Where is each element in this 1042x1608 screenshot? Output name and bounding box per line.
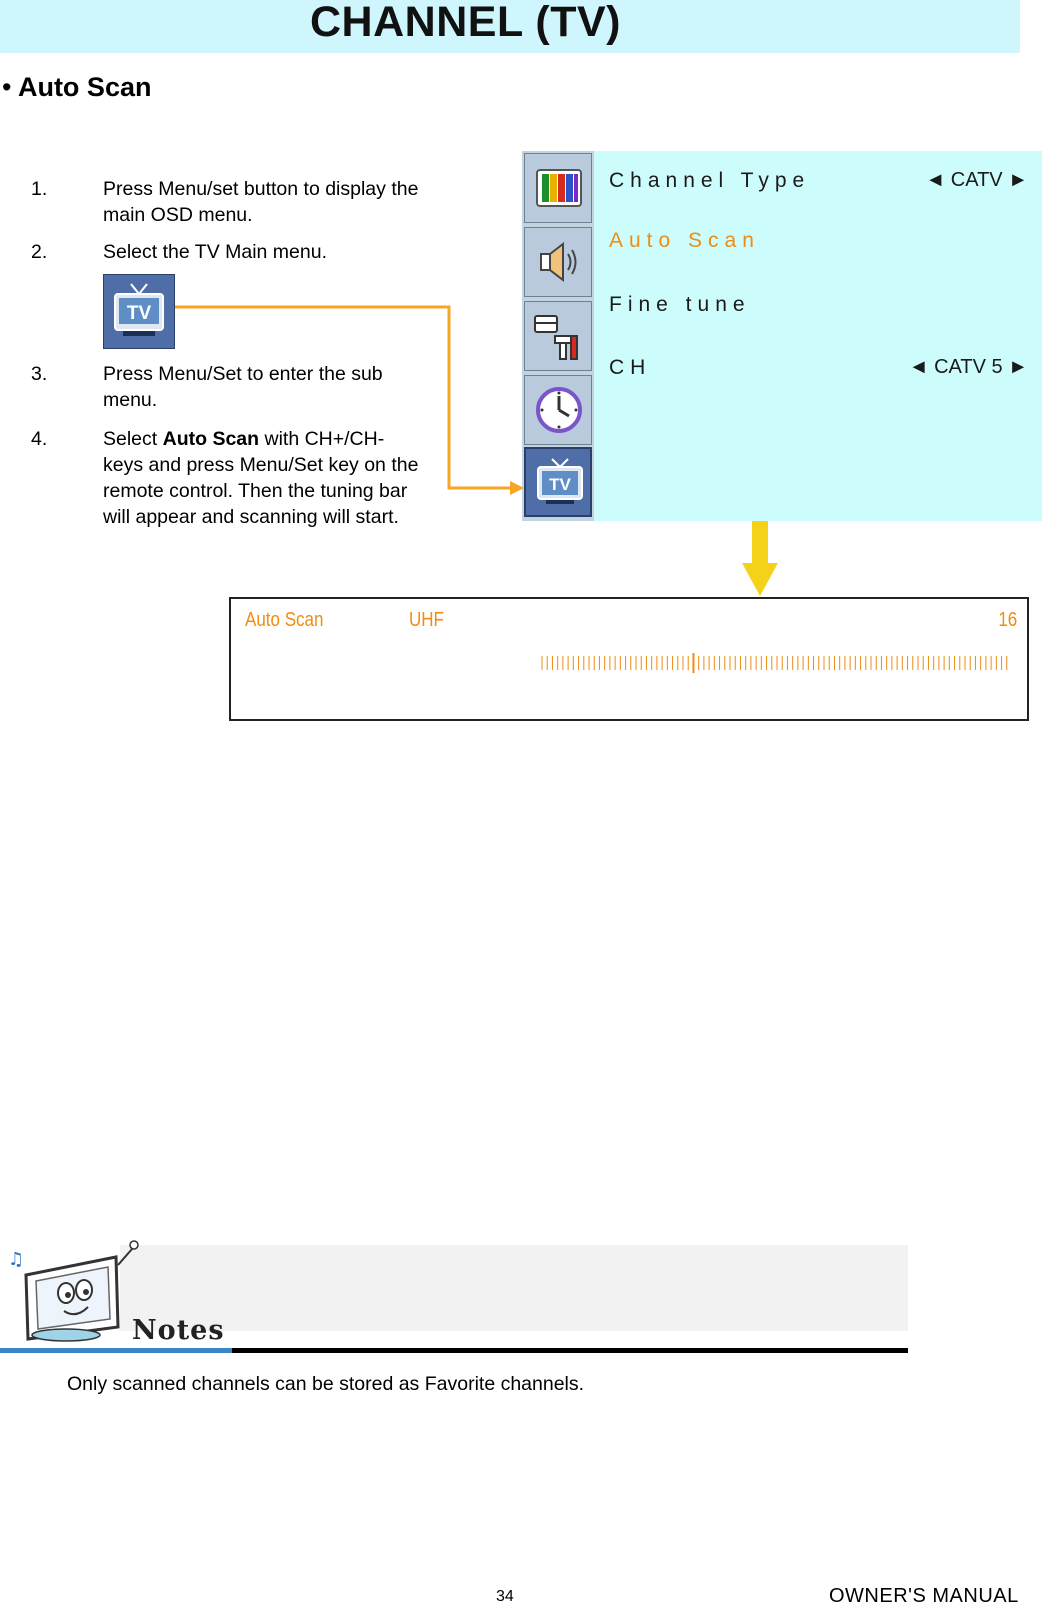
connector-arrows [175,305,778,596]
yellow-arrowhead [742,563,778,596]
scan-progress-bar [541,653,1008,673]
osd-menu: TV Channel Type ◄ CATV ► Auto Scan Fine … [522,151,1042,521]
osd-tab-column: TV [522,151,594,521]
scan-channel-number: 16 [998,609,1017,631]
yellow-arrow-shaft [752,521,768,563]
step-text-part: Select [103,428,163,450]
step-number: 1. [31,178,48,200]
scan-band: UHF [409,609,444,631]
osd-row-fine-tune[interactable]: Fine tune [609,293,751,317]
step-number: 2. [31,241,48,263]
tv-mascot-icon: ♫ [8,1240,139,1342]
svg-text:TV: TV [127,303,152,324]
orange-connector-line [175,305,512,490]
toolbox-icon [534,315,578,360]
osd-row-label: Auto Scan [609,229,760,252]
osd-value-ch[interactable]: ◄ CATV 5 ► [908,356,1028,378]
step-text: Press Menu/Set to enter the sub menu. [103,363,383,411]
osd-row-ch[interactable]: CH [609,356,651,380]
page-number: 34 [496,1588,514,1605]
scan-label: Auto Scan [245,609,324,631]
osd-row-auto-scan[interactable]: Auto Scan [609,229,760,253]
auto-scan-tuning-bar: Auto Scan UHF 16 [229,597,1029,721]
svg-text:♫: ♫ [8,1249,24,1270]
step-text: Select the TV Main menu. [103,241,328,263]
page-title-bar: CHANNEL (TV) [0,0,1020,53]
osd-row-label: CH [609,356,652,379]
orange-arrowhead [510,481,524,495]
step-text-part: with CH+/CH- keys and press Menu/Set key… [103,428,419,528]
step-number: 4. [31,428,48,450]
manual-footer: OWNER'S MANUAL [829,1585,1019,1607]
notes-banner [120,1245,908,1331]
osd-tab-picture[interactable] [524,153,592,223]
step-bold-text: Auto Scan [162,428,260,450]
tv-icon: TV [537,458,583,504]
svg-text:TV: TV [549,475,571,494]
step-text: Press Menu/set button to display the mai… [103,178,419,226]
notes-divider-accent [0,1348,232,1353]
osd-tab-tv[interactable]: TV [524,447,592,517]
step-text: Select Auto Scan with CH+/CH- keys and p… [103,426,423,530]
osd-row-label: Channel Type [609,169,811,192]
osd-tab-timer[interactable] [524,375,592,445]
notes-text: Only scanned channels can be stored as F… [67,1373,585,1395]
step-number: 3. [31,363,48,385]
osd-row-label: Fine tune [609,293,751,316]
notes-divider [0,1348,908,1353]
speaker-icon [540,241,577,283]
osd-tab-sound[interactable] [524,227,592,297]
section-heading: • Auto Scan [2,72,151,103]
osd-value-channel-type[interactable]: ◄ CATV ► [925,169,1028,191]
page-title: CHANNEL (TV) [310,0,621,46]
notes-label: Notes [132,1315,225,1346]
notes-section: ♫ Notes [0,1235,910,1355]
osd-tab-setup[interactable] [524,301,592,371]
clock-icon [536,387,582,433]
picture-icon [536,169,582,207]
osd-row-channel-type[interactable]: Channel Type [609,169,1029,193]
section-heading-text: Auto Scan [17,72,152,102]
section-bullet: • [2,72,12,102]
